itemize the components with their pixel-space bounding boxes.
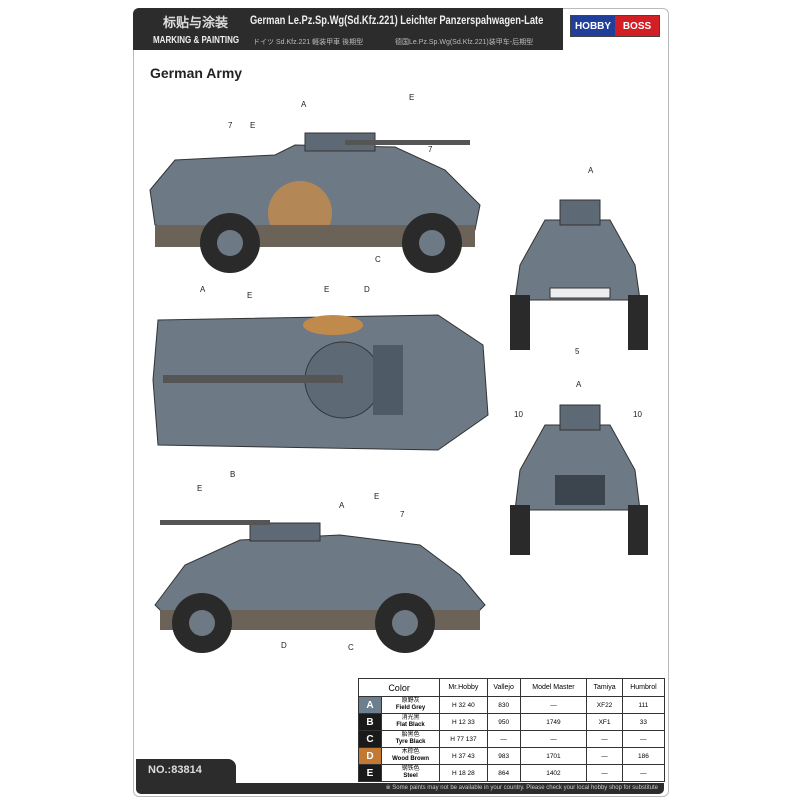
title-zh: 德国Le.Pz.Sp.Wg(Sd.Kfz.221)装甲车-后期型 bbox=[395, 39, 534, 46]
callout: A bbox=[301, 100, 307, 109]
model-master-code: — bbox=[519, 730, 588, 748]
col-color: Color bbox=[357, 678, 441, 697]
callout: 7 bbox=[400, 510, 405, 519]
tamiya-code: XF1 bbox=[586, 713, 623, 731]
callout: E bbox=[409, 93, 415, 102]
tamiya-code: — bbox=[586, 764, 623, 782]
paint-table: Color Mr.Hobby Vallejo Model Master Tami… bbox=[357, 678, 666, 782]
tamiya-code: XF22 bbox=[586, 696, 623, 714]
color-name-cn: 钢铁色 bbox=[401, 766, 420, 772]
mrhobby-code: H 12 33 bbox=[439, 713, 488, 731]
mrhobby-code: H 77 137 bbox=[439, 730, 488, 748]
callout: E bbox=[247, 291, 253, 300]
callout: 7 bbox=[228, 121, 233, 130]
vallejo-code: 864 bbox=[486, 764, 521, 782]
color-letter: B bbox=[358, 713, 382, 731]
header-bar: 标贴与涂装 German Le.Pz.Sp.Wg(Sd.Kfz.221) Lei… bbox=[133, 8, 563, 50]
callout: A bbox=[339, 501, 345, 510]
callout: B bbox=[230, 470, 236, 479]
color-name-en: Field Grey bbox=[395, 705, 426, 711]
model-master-code: 1701 bbox=[519, 747, 588, 765]
side-view-left bbox=[149, 132, 481, 273]
table-header: Color Mr.Hobby Vallejo Model Master Tami… bbox=[357, 678, 666, 697]
callout: E bbox=[197, 484, 203, 493]
col-mrhobby: Mr.Hobby bbox=[439, 678, 488, 697]
callout: 7 bbox=[428, 145, 433, 154]
humbrol-code: 33 bbox=[621, 713, 666, 731]
callout: C bbox=[348, 643, 354, 652]
callout: E bbox=[324, 285, 330, 294]
callout: A bbox=[200, 285, 206, 294]
callout: 10 bbox=[514, 410, 523, 419]
front-view bbox=[510, 199, 648, 350]
title-cn: 标贴与涂装 bbox=[163, 15, 229, 30]
callout: C bbox=[375, 255, 381, 264]
color-name-en: Flat Black bbox=[396, 722, 425, 728]
col-tamiya: Tamiya bbox=[586, 678, 623, 697]
color-name-cn: 胎黑色 bbox=[401, 732, 420, 738]
humbrol-code: 186 bbox=[621, 747, 666, 765]
top-view bbox=[152, 314, 489, 451]
vallejo-code: 830 bbox=[486, 696, 521, 714]
callout: E bbox=[250, 121, 256, 130]
footnote: ※ Some paints may not be available in yo… bbox=[136, 783, 664, 794]
callout: D bbox=[281, 641, 287, 650]
color-letter: C bbox=[358, 730, 382, 748]
col-humbrol: Humbrol bbox=[621, 678, 666, 697]
color-letter: A bbox=[358, 696, 382, 714]
tamiya-code: — bbox=[586, 730, 623, 748]
callout: A bbox=[588, 166, 594, 175]
model-master-code: — bbox=[519, 696, 588, 714]
callout: A bbox=[576, 380, 582, 389]
vallejo-code: 983 bbox=[486, 747, 521, 765]
color-name-cn: 消光黑 bbox=[401, 715, 420, 721]
subtitle: MARKING & PAINTING bbox=[153, 35, 240, 46]
title-jp: ドイツ Sd.Kfz.221 軽装甲車 後期型 bbox=[253, 39, 364, 46]
color-name-en: Wood Brown bbox=[392, 756, 430, 762]
tamiya-code: — bbox=[586, 747, 623, 765]
callout: D bbox=[364, 285, 370, 294]
color-name-en: Tyre Black bbox=[395, 739, 426, 745]
logo-boss: BOSS bbox=[615, 16, 659, 36]
model-master-code: 1749 bbox=[519, 713, 588, 731]
mrhobby-code: H 37 43 bbox=[439, 747, 488, 765]
section-title: German Army bbox=[150, 65, 243, 81]
logo-hobby: HOBBY bbox=[571, 16, 615, 36]
product-number: NO.:83814 bbox=[136, 759, 236, 783]
color-name-cn: 原野灰 bbox=[401, 698, 420, 704]
color-letter: D bbox=[358, 747, 382, 765]
humbrol-code: — bbox=[621, 764, 666, 782]
rear-view bbox=[510, 404, 648, 555]
model-master-code: 1402 bbox=[519, 764, 588, 782]
mrhobby-code: H 18 28 bbox=[439, 764, 488, 782]
col-model-master: Model Master bbox=[519, 678, 588, 697]
mrhobby-code: H 32 40 bbox=[439, 696, 488, 714]
humbrol-code: — bbox=[621, 730, 666, 748]
callout: E bbox=[374, 492, 380, 501]
title-en: German Le.Pz.Sp.Wg(Sd.Kfz.221) Leichter … bbox=[250, 13, 544, 27]
callout: 5 bbox=[575, 347, 580, 356]
vallejo-code: — bbox=[486, 730, 521, 748]
col-vallejo: Vallejo bbox=[486, 678, 521, 697]
color-name-en: Steel bbox=[403, 773, 418, 779]
side-view-right bbox=[154, 520, 486, 653]
callout: 10 bbox=[633, 410, 642, 419]
color-name-cn: 木棕色 bbox=[401, 749, 420, 755]
vallejo-code: 950 bbox=[486, 713, 521, 731]
color-letter: E bbox=[358, 764, 382, 782]
humbrol-code: 111 bbox=[621, 696, 666, 714]
